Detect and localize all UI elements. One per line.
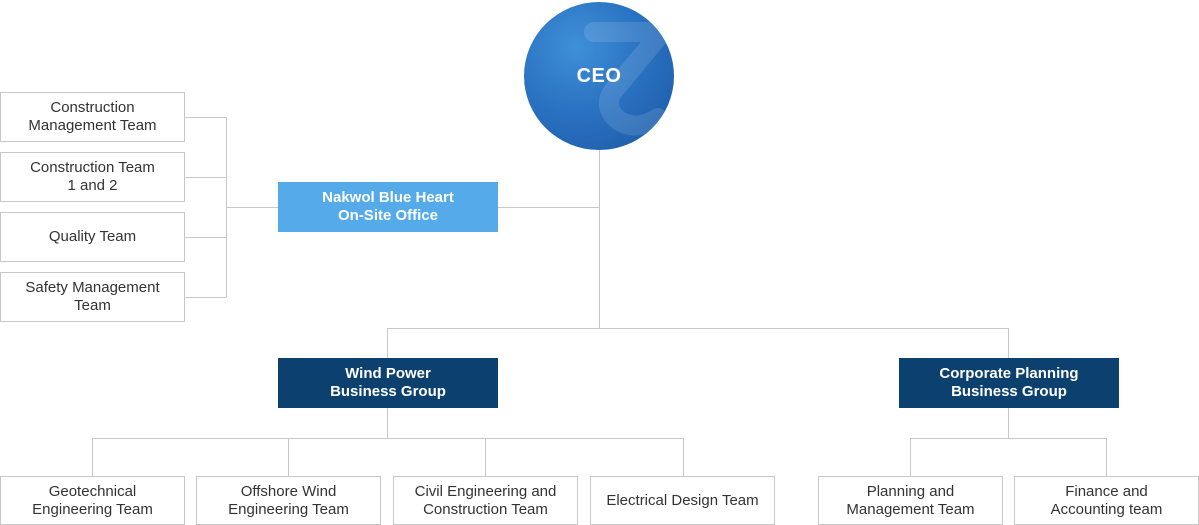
civil-engineering-construction-team: Civil Engineering and Construction Team	[393, 476, 578, 525]
finance-accounting-team: Finance and Accounting team	[1014, 476, 1199, 525]
planning-management-team: Planning and Management Team	[818, 476, 1003, 525]
geotechnical-engineering-team: Geotechnical Engineering Team	[0, 476, 185, 525]
company-logo-watermark-icon	[584, 22, 672, 136]
corporate-planning-business-group: Corporate Planning Business Group	[899, 358, 1119, 408]
construction-team-1-and-2: Construction Team 1 and 2	[0, 152, 185, 202]
wind-power-business-group: Wind Power Business Group	[278, 358, 498, 408]
onsite-office-node: Nakwol Blue Heart On-Site Office	[278, 182, 498, 232]
electrical-design-team: Electrical Design Team	[590, 476, 775, 525]
safety-management-team: Safety Management Team	[0, 272, 185, 322]
quality-team: Quality Team	[0, 212, 185, 262]
offshore-wind-engineering-team: Offshore Wind Engineering Team	[196, 476, 381, 525]
ceo-node: CEO	[524, 2, 674, 150]
ceo-label: CEO	[576, 64, 622, 87]
construction-management-team: Construction Management Team	[0, 92, 185, 142]
